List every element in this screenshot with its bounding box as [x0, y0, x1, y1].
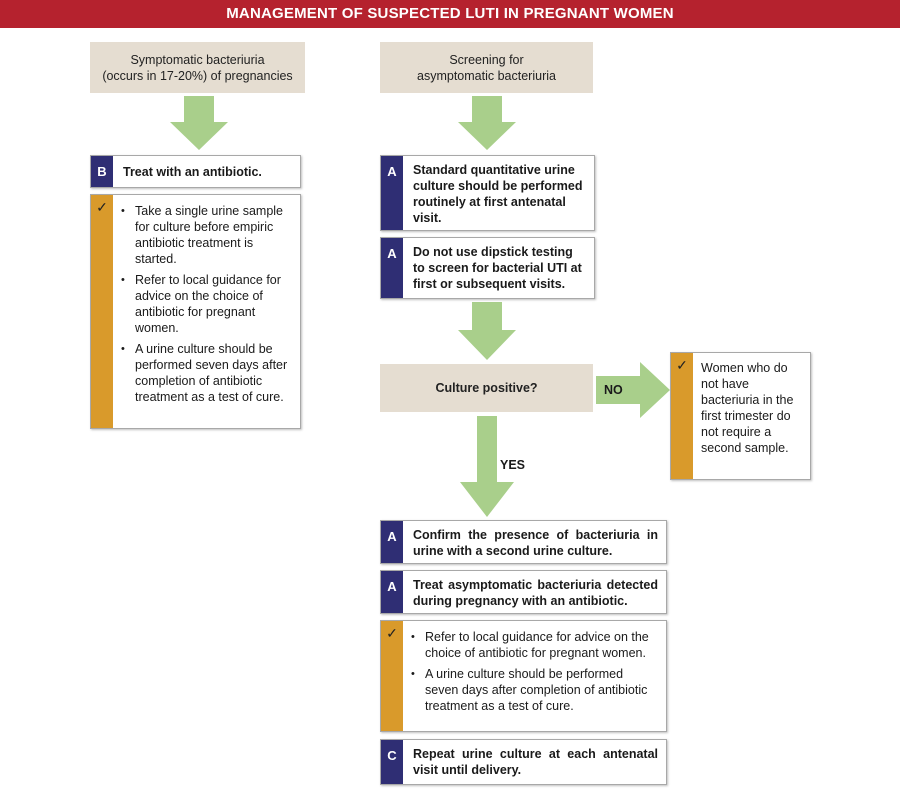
recommendation-a-confirm: A Confirm the presence of bacteriuria in… [380, 520, 667, 564]
checkmark-icon: ✓ [671, 353, 693, 479]
decision-text: Culture positive? [435, 381, 538, 395]
list-item: Take a single urine sample for culture b… [117, 203, 292, 267]
recommendation-b-treat: B Treat with an antibiotic. [90, 155, 301, 188]
list-item: A urine culture should be performed seve… [407, 666, 658, 714]
recommendation-text: Confirm the presence of bacteriuria in u… [413, 528, 658, 558]
grade-badge: A [381, 571, 403, 613]
down-arrow-icon [458, 96, 516, 150]
recommendation-a-culture: A Standard quantitative urine culture sh… [380, 155, 595, 231]
recommendation-text: Standard quantitative urine culture shou… [413, 163, 583, 225]
checkmark-icon: ✓ [381, 621, 403, 731]
grade-badge: A [381, 238, 403, 298]
right-arrow-icon [596, 362, 670, 418]
list-item: Refer to local guidance for advice on th… [117, 272, 292, 336]
grade-badge: A [381, 521, 403, 563]
screening-box: Screening for asymptomatic bacteriuria [380, 42, 593, 93]
symptomatic-line1: Symptomatic bacteriuria [130, 52, 265, 67]
grade-badge: C [381, 740, 403, 784]
recommendation-text: Repeat urine culture at each antenatal v… [413, 747, 658, 777]
symptomatic-box: Symptomatic bacteriuria (occurs in 17-20… [90, 42, 305, 93]
page-title: MANAGEMENT OF SUSPECTED LUTI IN PREGNANT… [0, 0, 900, 28]
recommendation-text: Do not use dipstick testing to screen fo… [413, 245, 582, 291]
checkmark-icon: ✓ [91, 195, 113, 428]
screening-line2: asymptomatic bacteriuria [417, 68, 556, 83]
screening-line1: Screening for [449, 52, 524, 67]
yes-label: YES [500, 458, 526, 472]
grade-badge: A [381, 156, 403, 230]
list-item: Refer to local guidance for advice on th… [407, 629, 658, 661]
no-label: NO [604, 383, 623, 397]
decision-box: Culture positive? [380, 364, 593, 412]
recommendation-text: Treat asymptomatic bacteriuria detected … [413, 578, 658, 608]
down-arrow-icon [458, 302, 516, 360]
recommendation-text: Treat with an antibiotic. [123, 165, 262, 179]
practice-text: Women who do not have bacteriuria in the… [701, 361, 794, 455]
practice-point-no-branch: ✓ Women who do not have bacteriuria in t… [670, 352, 811, 480]
recommendation-a-dipstick: A Do not use dipstick testing to screen … [380, 237, 595, 299]
practice-point-bottom: ✓ Refer to local guidance for advice on … [380, 620, 667, 732]
down-arrow-icon [460, 416, 514, 517]
down-arrow-icon [170, 96, 228, 150]
symptomatic-line2: (occurs in 17-20%) of pregnancies [102, 68, 293, 83]
recommendation-a-treat: A Treat asymptomatic bacteriuria detecte… [380, 570, 667, 614]
grade-badge: B [91, 156, 113, 187]
list-item: A urine culture should be performed seve… [117, 341, 292, 405]
recommendation-c-repeat: C Repeat urine culture at each antenatal… [380, 739, 667, 785]
practice-point-left: ✓ Take a single urine sample for culture… [90, 194, 301, 429]
